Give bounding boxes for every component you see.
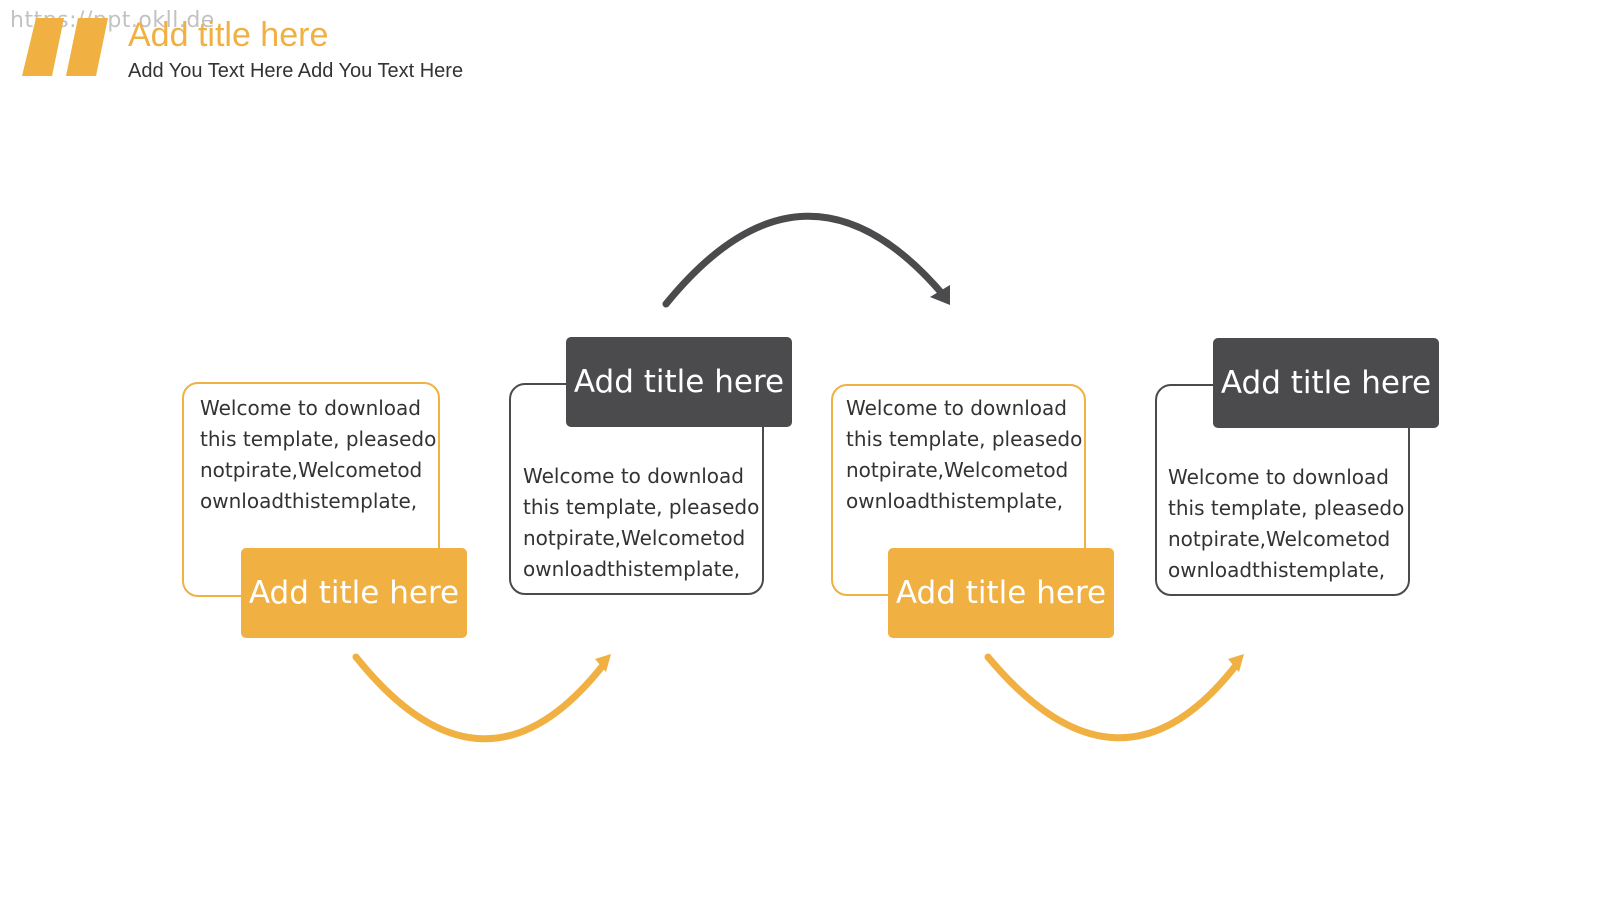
step-4-text: Welcome to download this template, pleas…	[1168, 465, 1405, 582]
step-2-title: Add title here	[566, 337, 792, 427]
step-4-title: Add title here	[1213, 338, 1439, 428]
step-1-text: Welcome to download this template, pleas…	[200, 396, 437, 513]
arrow-3-to-4-icon	[984, 653, 1244, 742]
page-subtitle: Add You Text Here Add You Text Here	[128, 60, 464, 82]
arrow-1-to-2-icon	[352, 653, 611, 743]
step-3-title: Add title here	[888, 548, 1114, 638]
step-2-text: Welcome to download this template, pleas…	[523, 464, 760, 581]
step-1-title: Add title here	[241, 548, 467, 638]
page-title: Add title here	[128, 16, 329, 54]
quote-logo-icon	[22, 18, 108, 76]
arrow-2-to-3-icon	[662, 212, 950, 308]
step-3-text: Welcome to download this template, pleas…	[846, 396, 1083, 513]
